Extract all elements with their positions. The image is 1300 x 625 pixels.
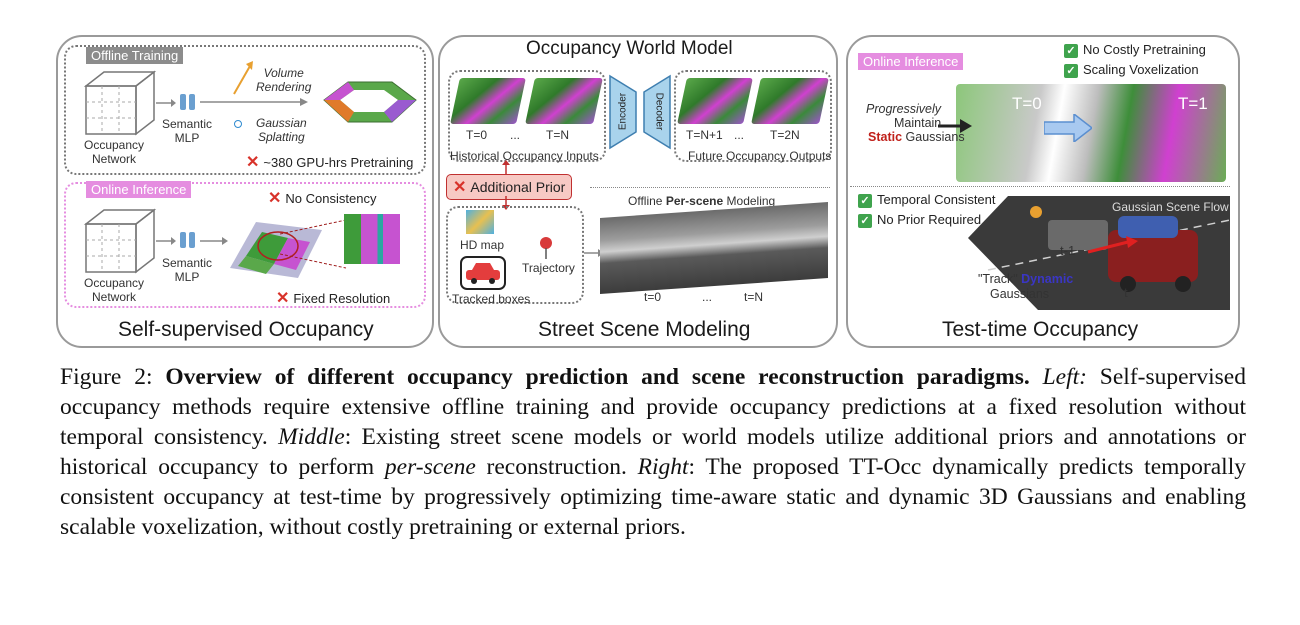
offline-training-box [64,45,426,175]
occupancy-frame-t2N [751,78,829,124]
volume-rendering-label: Volume Rendering [256,66,312,94]
t1-scene-label: T=1 [1178,94,1208,113]
maintain-label: Maintain [894,116,942,130]
additional-prior-badge: ✕Additional Prior [446,174,573,200]
offline-training-tag: Offline Training [86,47,184,64]
occupancy-network-label-2: Occupancy Network [84,276,145,304]
cross-icon: ✕ [453,179,467,196]
right-divider [850,186,1230,187]
future-label: Future Occupancy Outputs [688,149,832,163]
static-scene-voxels [956,84,1226,182]
world-model-title: Occupancy World Model [526,38,733,59]
t-label: t [1124,285,1128,300]
progress-arrow-icon [1044,114,1092,142]
gaussian-point-icon [234,120,242,128]
future-box [674,70,832,162]
semantic-mlp-label-1: Semantic MLP [162,117,213,145]
cross-icon: ✕ [276,290,290,307]
car-icon [460,256,506,290]
historical-label: Historical Occupancy Inputs [450,149,599,163]
caption-per-scene: per-scene [384,454,476,480]
no-prior-note: ✓No Prior Required [858,212,981,228]
occupancy-frame-tN [525,78,603,124]
cross-icon: ✕ [268,190,282,207]
occupancy-frame-tN1 [677,78,753,124]
no-consistency-note: ✕No Consistency [268,190,377,207]
input-arrow-icon [938,119,972,133]
t2N-label: T=2N [770,128,800,142]
caption-right-label: Right [637,454,689,480]
gaussian-splatting-label: Gaussian Splatting [256,116,307,144]
scene-flow-label: Gaussian Scene Flow [1112,200,1229,214]
online-inference-tag-left: Online Inference [86,181,192,198]
left-panel-title: Self-supervised Occupancy [118,318,374,341]
check-icon: ✓ [858,194,872,208]
st0-label: t=0 [644,290,662,304]
static-gaussians-label: Static Gaussians [868,130,965,144]
mlp-icon [180,232,195,248]
hd-map-icon [466,210,494,234]
stN-label: t=N [744,290,764,304]
volume-rendering-arrow-icon [233,61,253,95]
figure-caption: Figure 2: Overview of different occupanc… [60,362,1246,542]
point-cloud-scene [600,202,828,294]
tN-label: T=N [546,128,570,142]
figure-title: Overview of different occupancy predicti… [165,364,1030,390]
semantic-mlp-label-2: Semantic MLP [162,256,213,284]
trajectory-pin-icon [540,237,552,259]
check-icon: ✓ [858,214,872,228]
zoom-lines-icon [280,219,347,269]
hd-map-label: HD map [460,238,505,252]
cross-icon: ✕ [246,154,260,171]
zoomed-voxel-patch [344,214,400,264]
prior-inputs-box [446,206,584,304]
figure-label: Figure 2: [60,364,166,390]
occupancy-network-cube-2 [83,208,157,274]
dynamic-scene [968,196,1230,310]
check-icon: ✓ [1064,44,1078,58]
fixed-resolution-grid [230,222,322,278]
encoder-label: Encoder [617,92,629,131]
arrow-icon [156,237,176,245]
ellipsis-1: ... [510,128,521,142]
tracked-boxes-label: Tracked boxes [452,292,531,306]
temporal-consistent-note: ✓Temporal Consistent [858,192,996,208]
caption-paragraph: Figure 2: Overview of different occupanc… [60,364,1246,540]
mlp-icon [180,94,195,110]
ellipsis-2: ... [734,128,745,142]
occupancy-network-label-1: Occupancy Network [84,138,145,166]
fixed-resolution-note: ✕Fixed Resolution [276,290,391,307]
sdots-label: ... [702,290,713,304]
t0-scene-label: T=0 [1012,94,1042,113]
middle-panel-title: Street Scene Modeling [538,318,751,341]
decoder-label: Decoder [653,92,665,131]
caption-left-label: Left: [1042,364,1087,390]
middle-divider [590,187,830,188]
branch-arrow-icon [200,98,308,106]
progressively-label: Progressively [866,102,942,116]
occupancy-network-cube-1 [83,70,157,136]
t-minus-1-label: t-1 [1060,243,1076,258]
gaussians-label-2: Gaussians [990,287,1050,301]
track-dynamic-label: "Track" Dynamic [978,272,1074,286]
historical-box [448,70,606,162]
check-icon: ✓ [1064,64,1078,78]
rendered-scene-ring [323,81,417,123]
arrow-icon [200,237,228,245]
online-inference-box [64,182,426,308]
scaling-note: ✓Scaling Voxelization [1064,62,1199,78]
right-panel-title: Test-time Occupancy [942,318,1139,341]
tN1-label: T=N+1 [686,128,723,142]
caption-middle-label: Middle [278,424,345,450]
trajectory-label: Trajectory [522,261,575,275]
online-inference-tag-right: Online Inference [858,53,964,70]
occupancy-frame-t0 [450,78,526,124]
t0-label: T=0 [466,128,488,142]
offline-per-scene-label: Offline Per-scene Modeling [628,194,776,208]
arrow-icon [156,99,176,107]
encoder-decoder-icon [609,74,671,150]
no-costly-note: ✓No Costly Pretraining [1064,42,1206,58]
pretraining-note: ✕~380 GPU-hrs Pretraining [246,154,414,171]
